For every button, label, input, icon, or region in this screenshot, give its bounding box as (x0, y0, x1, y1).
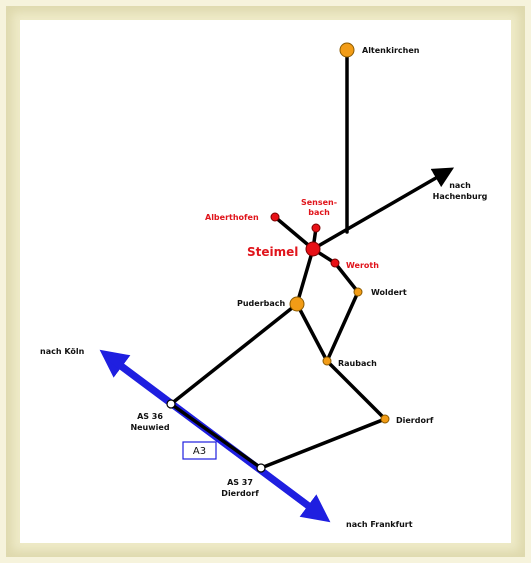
label-weroth: Weroth (346, 261, 379, 270)
map-card (20, 20, 511, 543)
label-hachenburg-line1: nach (449, 181, 471, 190)
town-woldert (353, 287, 363, 297)
highway-badge-label: A3 (193, 446, 206, 457)
road-as37-dierdorf (259, 417, 387, 470)
label-as37-line1: AS 37 (227, 478, 253, 487)
town-dierdorf (380, 414, 390, 424)
road-puderbach-raubach (295, 302, 329, 363)
road-alberthofen (273, 215, 315, 251)
label-as36-line2: Neuwied (130, 423, 169, 432)
label-koeln: nach Köln (40, 347, 85, 356)
label-sensenbach-line1: Sensen- (301, 198, 337, 207)
road-puderbach-as36 (169, 302, 299, 406)
label-puderbach: Puderbach (237, 299, 286, 308)
town-altenkirchen (339, 42, 355, 58)
label-as36-line1: AS 36 (137, 412, 163, 421)
label-hachenburg-line2: Hachenburg (433, 192, 488, 201)
label-sensenbach-line2: bach (308, 208, 330, 217)
label-alberthofen: Alberthofen (205, 213, 259, 222)
road-woldert (333, 261, 360, 294)
label-as37-line2: Dierdorf (221, 489, 259, 498)
label-raubach: Raubach (338, 359, 377, 368)
town-alberthofen (270, 212, 280, 222)
interchange-as36 (166, 399, 176, 409)
town-raubach (322, 356, 332, 366)
road-woldert-raubach (325, 290, 360, 363)
label-dierdorf: Dierdorf (396, 416, 434, 425)
interchange-as37 (256, 463, 266, 473)
road-raubach-dierdorf (325, 359, 387, 421)
road-puderbach (295, 247, 315, 306)
road-hachenburg (311, 167, 455, 251)
town-steimel (305, 241, 321, 257)
label-frankfurt: nach Frankfurt (346, 520, 413, 529)
label-altenkirchen: Altenkirchen (362, 46, 420, 55)
label-steimel: Steimel (247, 245, 298, 259)
town-puderbach (289, 296, 305, 312)
road-as36-as37 (169, 402, 263, 470)
town-weroth (330, 258, 340, 268)
label-woldert: Woldert (371, 288, 407, 297)
highway-badge (182, 441, 217, 460)
town-sensenbach (311, 223, 321, 233)
